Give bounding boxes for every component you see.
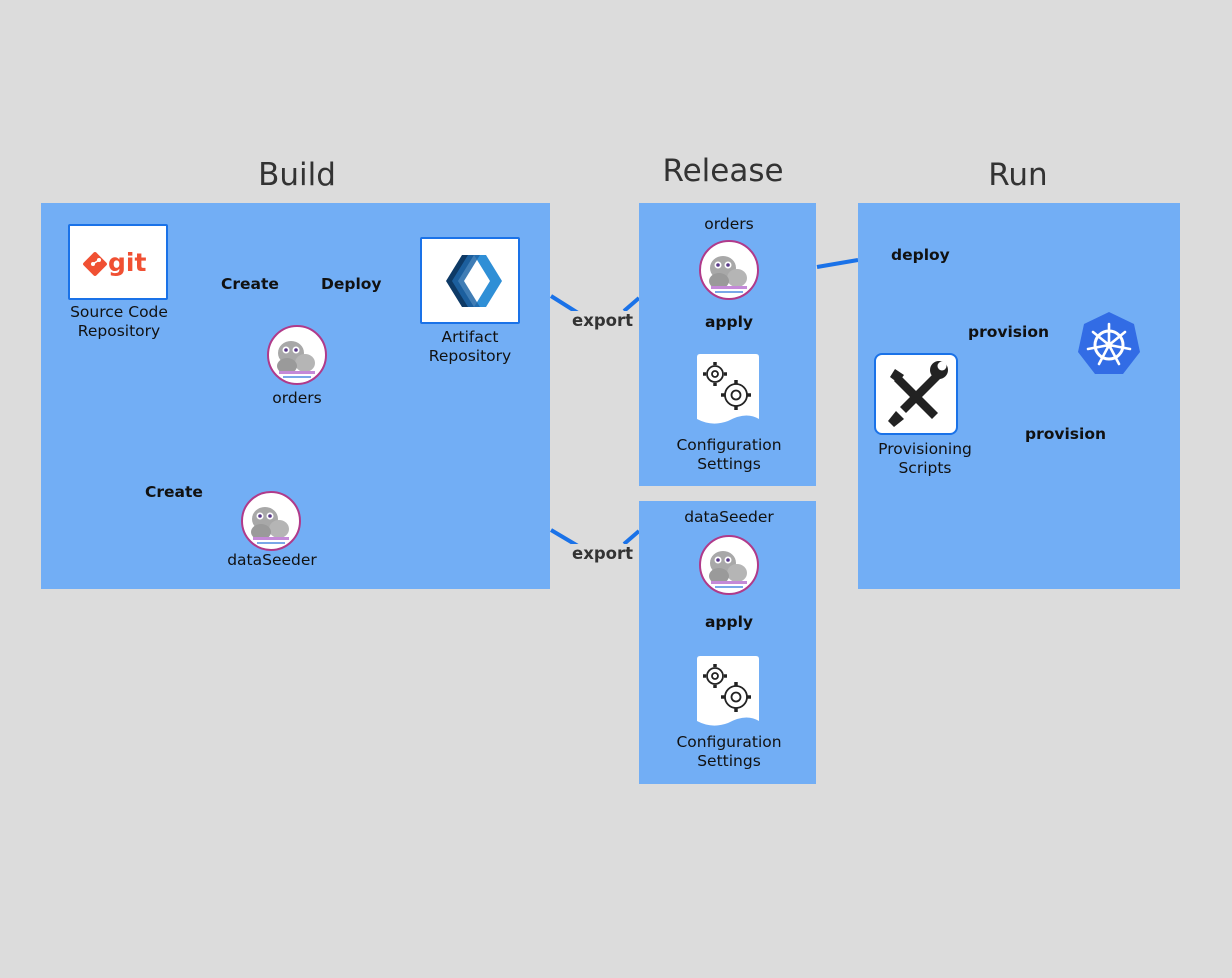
git-logo-text: git bbox=[108, 248, 146, 277]
run-panel: deploy provision Provisioning bbox=[858, 203, 1180, 589]
create-label-dataseeder: Create bbox=[145, 483, 203, 501]
git-logo-icon: git bbox=[83, 248, 146, 277]
artifact-repo-label: Artifact Repository bbox=[428, 328, 512, 365]
export-connector-top-left bbox=[549, 294, 580, 315]
gears-document-icon bbox=[697, 354, 759, 424]
provisioning-scripts-card[interactable] bbox=[874, 353, 958, 435]
release-dataseeder-name: dataSeeder bbox=[684, 508, 774, 526]
provision-label-2: provision bbox=[1025, 425, 1107, 443]
seal-image-icon bbox=[699, 240, 759, 300]
release-orders-apply: apply bbox=[704, 313, 754, 331]
export-connector-top-right bbox=[622, 296, 641, 313]
export-label-top: export bbox=[571, 311, 635, 330]
export-label-bottom: export bbox=[571, 544, 635, 563]
export-connector-bottom-left bbox=[549, 528, 580, 548]
artifact-repository-icon bbox=[446, 255, 502, 307]
release-orders-name: orders bbox=[704, 215, 754, 233]
orders-label: orders bbox=[272, 389, 322, 407]
source-repo-card[interactable]: git bbox=[68, 224, 168, 300]
kubernetes-wheel-icon bbox=[1078, 312, 1140, 374]
deploy-connector bbox=[816, 258, 859, 269]
release-title: Release bbox=[662, 153, 784, 189]
source-repo-label: Source Code Repository bbox=[70, 303, 168, 340]
wrench-screwdriver-icon bbox=[888, 361, 948, 427]
create-label-orders: Create bbox=[221, 275, 279, 293]
artifact-repo-card[interactable] bbox=[420, 237, 520, 324]
gears-document-icon bbox=[697, 656, 759, 726]
deploy-label: Deploy bbox=[321, 275, 382, 293]
release-panel-dataseeder: dataSeeder apply Configuration Settings bbox=[639, 501, 816, 784]
build-panel: git Source Code Repository Create Deploy… bbox=[41, 203, 550, 589]
build-title: Build bbox=[258, 157, 336, 193]
release-dataseeder-apply: apply bbox=[704, 613, 754, 631]
seal-image-icon bbox=[699, 535, 759, 595]
release-panel-orders: orders apply Configuration Settings bbox=[639, 203, 816, 486]
provision-label-1: provision bbox=[968, 323, 1050, 341]
provisioning-scripts-label: Provisioning Scripts bbox=[878, 440, 972, 477]
dataseeder-label: dataSeeder bbox=[227, 551, 317, 569]
run-title: Run bbox=[988, 157, 1048, 193]
seal-image-icon bbox=[241, 491, 301, 551]
release-dataseeder-config-label: Configuration Settings bbox=[676, 733, 782, 770]
run-deploy-label: deploy bbox=[891, 246, 950, 264]
seal-image-icon bbox=[267, 325, 327, 385]
export-connector-bottom-right bbox=[622, 529, 641, 546]
release-orders-config-label: Configuration Settings bbox=[676, 436, 782, 473]
